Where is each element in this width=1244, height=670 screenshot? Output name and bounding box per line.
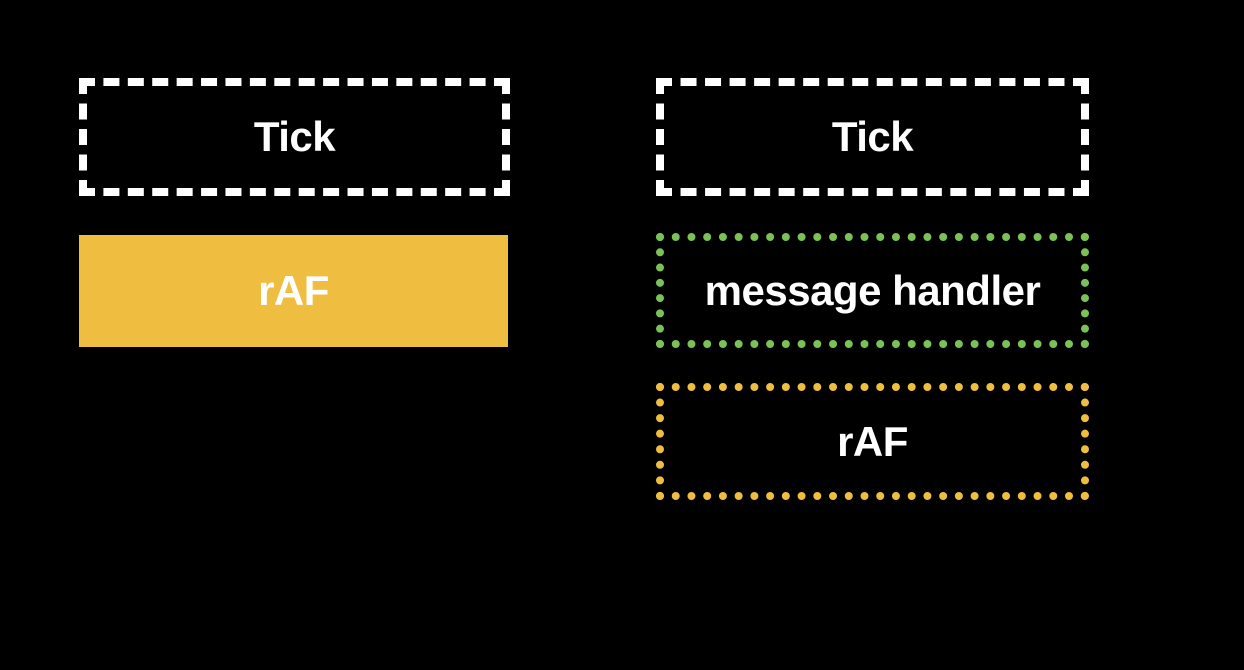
block-right-raf[interactable]: rAF xyxy=(656,383,1089,500)
diagram-column-left: Tick rAF xyxy=(79,0,510,670)
block-left-raf-label: rAF xyxy=(258,267,329,314)
diagram-column-right: Tick message handler rAF xyxy=(656,0,1089,670)
block-right-raf-label: rAF xyxy=(837,417,908,465)
block-right-tick[interactable]: Tick xyxy=(656,78,1089,196)
block-left-raf[interactable]: rAF xyxy=(79,235,508,347)
block-right-message-handler-label: message handler xyxy=(704,266,1041,314)
block-left-tick-label: Tick xyxy=(253,113,336,160)
block-right-tick-label: Tick xyxy=(831,113,914,160)
block-right-message-handler[interactable]: message handler xyxy=(656,233,1089,348)
block-left-tick[interactable]: Tick xyxy=(79,78,510,196)
